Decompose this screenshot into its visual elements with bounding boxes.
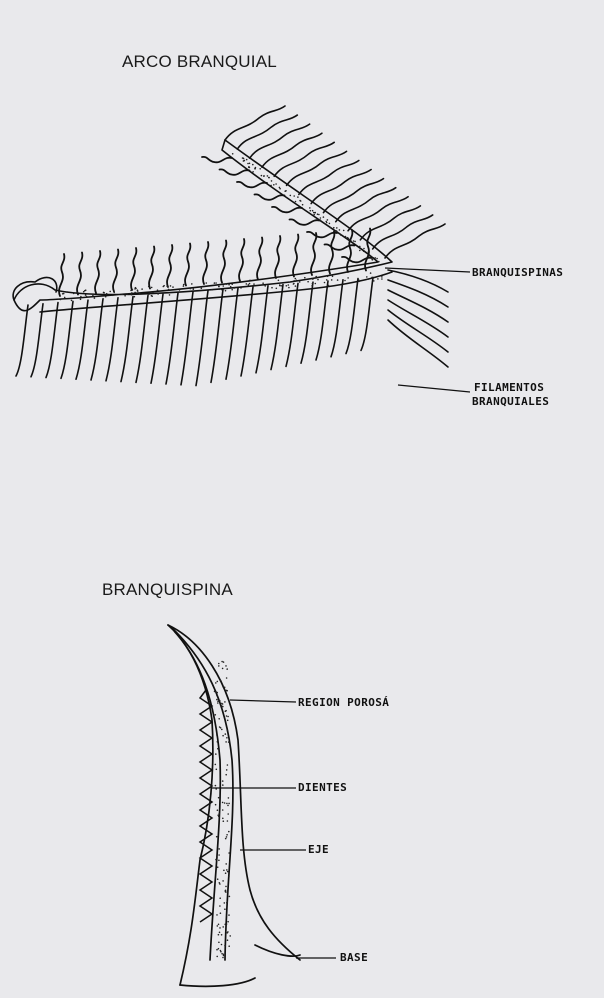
gill-filament <box>61 301 73 378</box>
label-branquispinas: BRANQUISPINAS <box>472 266 563 279</box>
label-filamentos-line2: BRANQUIALES <box>472 395 549 408</box>
arch-title: ARCO BRANQUIAL <box>122 52 277 72</box>
gill-filament <box>262 133 322 167</box>
gill-filament <box>287 151 347 185</box>
gill-raker <box>237 182 267 187</box>
raker-outline-right <box>168 625 300 960</box>
gill-filament <box>151 294 163 383</box>
gill-filament <box>31 304 43 377</box>
gill-filament <box>136 295 148 382</box>
gill-raker <box>290 219 320 224</box>
gill-raker <box>149 247 154 289</box>
gill-filament <box>241 287 253 376</box>
gill-raker <box>202 157 232 162</box>
gill-filament <box>323 179 383 213</box>
gill-filament <box>373 215 433 249</box>
gill-filament <box>301 282 313 363</box>
gill-filament <box>346 279 358 354</box>
leader-filamentos <box>398 385 470 392</box>
gill-filament <box>274 142 334 176</box>
arch-left-blob <box>13 277 57 300</box>
gill-filament <box>237 115 297 149</box>
gill-filament <box>316 281 328 360</box>
gill-filament <box>336 188 396 222</box>
gill-raker <box>255 194 285 199</box>
gill-filament <box>226 288 238 379</box>
gill-raker <box>185 244 190 286</box>
label-region-porosa: REGION POROSÁ <box>298 696 389 709</box>
gill-filament <box>16 305 28 376</box>
gill-filament <box>388 320 448 367</box>
gill-raker <box>95 251 100 293</box>
label-filamentos-line1: FILAMENTOS <box>474 381 544 394</box>
gill-filament <box>331 280 343 357</box>
gill-filament <box>256 286 268 373</box>
gill-filament <box>121 297 133 382</box>
gill-raker <box>239 239 244 281</box>
gill-raker <box>77 253 82 295</box>
raker-base-bottom <box>180 978 255 986</box>
raker-title: BRANQUISPINA <box>102 580 233 600</box>
raker-inner <box>175 632 220 960</box>
gill-filament <box>91 299 103 380</box>
gill-raker <box>307 232 337 237</box>
gill-raker <box>311 233 316 275</box>
gill-filament <box>388 270 448 292</box>
gill-raker <box>131 248 136 290</box>
gill-filament <box>196 291 208 386</box>
gill-raker <box>257 238 262 280</box>
gill-filament <box>225 106 285 140</box>
raker-outline-left <box>168 625 213 985</box>
gill-raker <box>203 242 208 284</box>
gill-filament <box>166 293 178 384</box>
gill-raker <box>220 169 250 174</box>
gill-filament <box>348 197 408 231</box>
gill-filament <box>286 283 298 366</box>
gill-raker <box>272 207 302 212</box>
gill-filament <box>106 298 118 381</box>
leader-region-porosa <box>230 700 296 702</box>
gill-raker <box>167 245 172 287</box>
gill-filament <box>250 124 310 158</box>
gill-raker <box>329 232 334 274</box>
label-dientes: DIENTES <box>298 781 347 794</box>
gill-filament <box>385 224 445 258</box>
gill-raker <box>275 236 280 278</box>
gill-filament <box>299 160 359 194</box>
gill-filament <box>181 292 193 385</box>
gill-raker <box>113 250 118 292</box>
label-base: BASE <box>340 951 368 964</box>
gill-raker <box>293 235 298 277</box>
gill-filament <box>271 285 283 370</box>
gill-raker <box>59 254 64 296</box>
gill-filament <box>76 300 88 379</box>
gill-raker <box>221 241 226 283</box>
gill-filament <box>361 277 373 350</box>
gill-filament <box>311 170 371 204</box>
gill-filament <box>46 303 58 378</box>
label-eje: EJE <box>308 843 329 856</box>
gill-filament <box>211 289 223 382</box>
